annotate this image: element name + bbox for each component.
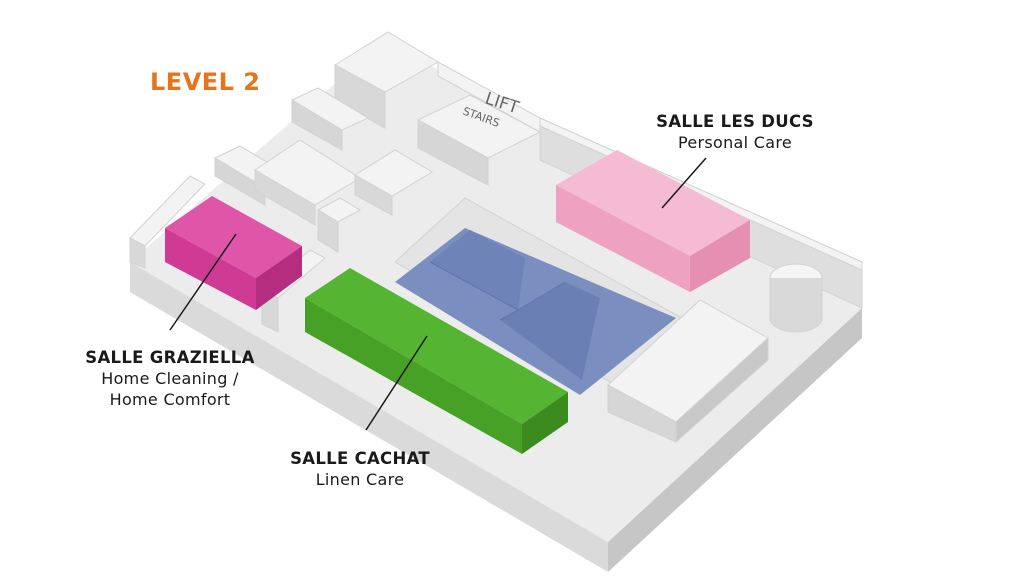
room-category: Home Cleaning / <box>101 369 239 388</box>
room-category: Linen Care <box>315 470 405 489</box>
room-cachat[interactable] <box>305 268 568 454</box>
room-category: Personal Care <box>677 133 793 152</box>
room-label-graziella: SALLE GRAZIELLA Home Cleaning / Home Com… <box>80 347 260 410</box>
room-category-cont: Home Comfort <box>109 390 231 409</box>
room-label-cachat: SALLE CACHAT Linen Care <box>280 448 440 490</box>
leader-lines <box>169 157 707 431</box>
room-name: SALLE CACHAT <box>290 449 430 468</box>
room-name: SALLE GRAZIELLA <box>85 348 255 367</box>
room-ducs[interactable] <box>556 150 750 292</box>
level-title: LEVEL 2 <box>150 68 261 96</box>
central-area <box>395 228 676 395</box>
room-name: SALLE LES DUCS <box>656 112 814 131</box>
room-label-ducs: SALLE LES DUCS Personal Care <box>640 111 830 153</box>
